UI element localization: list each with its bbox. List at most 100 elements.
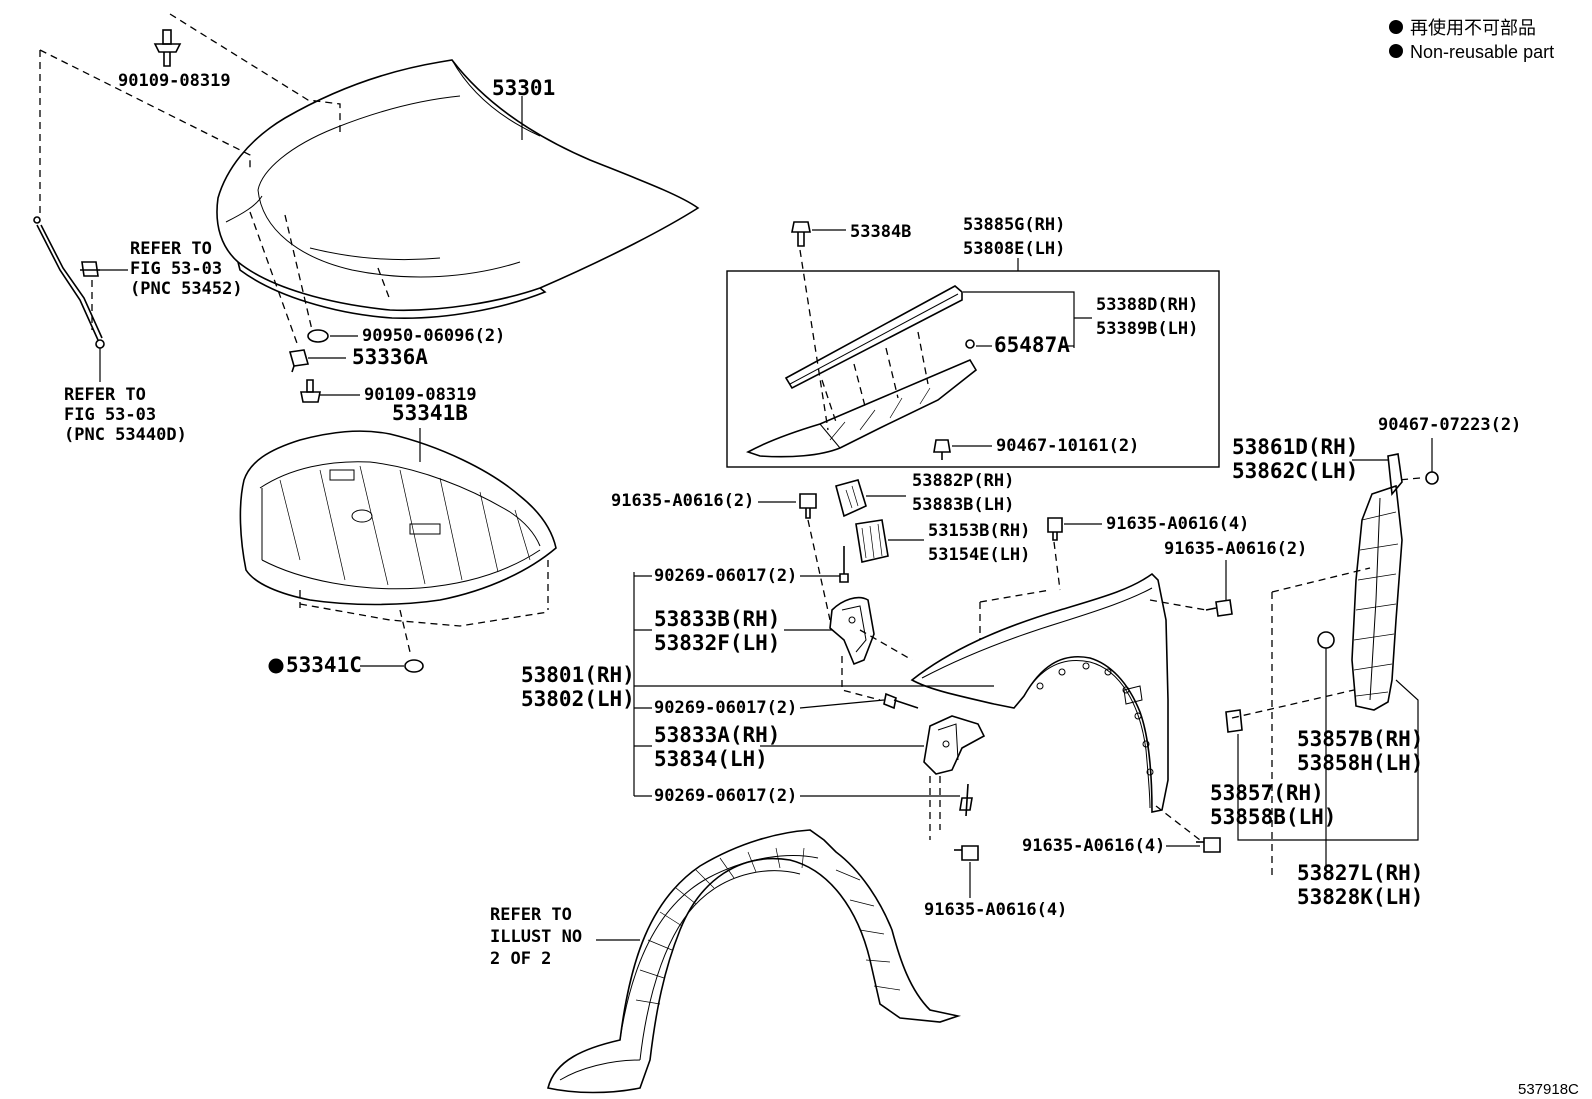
- dashed-guide: [284, 214, 313, 331]
- part-number-53882p[interactable]: 53882P(RH): [912, 471, 1014, 491]
- clip-53336a-icon[interactable]: [288, 349, 310, 373]
- part-number-53827l[interactable]: 53827L(RH): [1297, 861, 1423, 885]
- legend-english: Non-reusable part: [1410, 42, 1554, 62]
- part-number-91635-a0616-4-top[interactable]: 91635-A0616(4): [1106, 514, 1249, 534]
- part-number-53834[interactable]: 53834(LH): [654, 747, 768, 771]
- part-number-53833a[interactable]: 53833A(RH): [654, 723, 780, 747]
- dashed-guide: [399, 609, 411, 653]
- hood-support-rod[interactable]: [33, 216, 105, 349]
- clip-90467-10161-icon[interactable]: [933, 439, 951, 460]
- refer-53452-line1[interactable]: REFER TO: [130, 239, 212, 259]
- fender-bracket-53833a[interactable]: [923, 715, 986, 775]
- dashed-guide: [1053, 541, 1061, 591]
- clip-53341c-icon[interactable]: [404, 659, 424, 673]
- part-number-53388d[interactable]: 53388D(RH): [1096, 295, 1198, 315]
- fender-seal-53861d[interactable]: [1387, 453, 1403, 496]
- refer-53452-line2[interactable]: FIG 53-03: [130, 259, 222, 279]
- part-number-91635-a0616-2-left[interactable]: 91635-A0616(2): [611, 491, 754, 511]
- leader-53388d: [963, 291, 1092, 348]
- bolt-91635-icon[interactable]: [799, 493, 817, 519]
- fender-pad-53153b[interactable]: [855, 519, 889, 563]
- clip-53827l-icon[interactable]: [1317, 631, 1335, 649]
- bolt-90109-08319-top-icon[interactable]: [153, 29, 182, 67]
- non-reusable-dot-icon: [1389, 44, 1403, 58]
- dashed-guide: [1231, 689, 1355, 719]
- part-number-53861d[interactable]: 53861D(RH): [1232, 435, 1358, 459]
- refer-53440d-line3[interactable]: (PNC 53440D): [64, 425, 187, 445]
- part-number-90269-06017-1[interactable]: 90269-06017(2): [654, 566, 797, 586]
- dashed-guide: [1149, 599, 1207, 611]
- part-number-53153b[interactable]: 53153B(RH): [928, 521, 1030, 541]
- part-number-90467-07223[interactable]: 90467-07223(2): [1378, 415, 1521, 435]
- bracket-ticks: [634, 575, 652, 797]
- part-number-53336a[interactable]: 53336A: [352, 345, 428, 369]
- part-number-90269-06017-2[interactable]: 90269-06017(2): [654, 698, 797, 718]
- part-number-90109-08319-top[interactable]: 90109-08319: [118, 71, 231, 91]
- part-number-53808e[interactable]: 53808E(LH): [963, 239, 1065, 259]
- bolt-91635-icon[interactable]: [1047, 517, 1063, 541]
- part-number-53862c[interactable]: 53862C(LH): [1232, 459, 1358, 483]
- refer-53440d-line1[interactable]: REFER TO: [64, 385, 146, 405]
- bracket-53857: [1237, 679, 1419, 841]
- part-number-90109-08319-mid[interactable]: 90109-08319: [364, 385, 477, 405]
- fender-pad-53857[interactable]: [1225, 709, 1243, 733]
- part-number-91635-a0616-2-right[interactable]: 91635-A0616(2): [1164, 539, 1307, 559]
- refer-illust-line1[interactable]: REFER TO: [490, 905, 572, 925]
- part-number-90950-06096[interactable]: 90950-06096(2): [362, 326, 505, 346]
- part-number-53857[interactable]: 53857(RH): [1210, 781, 1324, 805]
- fender-bracket-53833b[interactable]: [829, 596, 875, 666]
- part-number-53832f[interactable]: 53832F(LH): [654, 631, 780, 655]
- bolt-91635-icon[interactable]: [1205, 599, 1233, 617]
- part-number-53885g[interactable]: 53885G(RH): [963, 215, 1065, 235]
- bolt-91635-icon[interactable]: [1196, 837, 1221, 853]
- part-number-53802[interactable]: 53802(LH): [521, 687, 635, 711]
- non-reusable-dot-icon: [1389, 20, 1403, 34]
- refer-53440d-line2[interactable]: FIG 53-03: [64, 405, 156, 425]
- hood-side-seal[interactable]: [784, 285, 963, 390]
- part-number-53154e[interactable]: 53154E(LH): [928, 545, 1030, 565]
- clip-65487a-icon[interactable]: [965, 339, 975, 349]
- refer-illust-line3[interactable]: 2 OF 2: [490, 949, 551, 969]
- leader-90269-2: [799, 699, 885, 709]
- part-number-53341b[interactable]: 53341B: [392, 401, 468, 425]
- refer-53452-line3[interactable]: (PNC 53452): [130, 279, 243, 299]
- non-reusable-dot-icon: [268, 658, 284, 674]
- fender-seal-53882p[interactable]: [835, 479, 867, 518]
- part-number-53857b[interactable]: 53857B(RH): [1297, 727, 1423, 751]
- part-number-53341c[interactable]: 53341C: [286, 653, 362, 677]
- a-pillar-seal-53857b[interactable]: [1351, 484, 1403, 711]
- screw-90269-icon[interactable]: [839, 546, 849, 583]
- legend: 再使用不可部品 Non-reusable part: [1389, 18, 1554, 62]
- dashed-guide: [39, 49, 251, 170]
- part-number-90269-06017-3[interactable]: 90269-06017(2): [654, 786, 797, 806]
- clip-90467-07223-icon[interactable]: [1425, 471, 1439, 485]
- fender-liner[interactable]: [547, 829, 962, 1094]
- part-number-91635-a0616-4-bottom[interactable]: 91635-A0616(4): [924, 900, 1067, 920]
- part-number-53833b[interactable]: 53833B(RH): [654, 607, 780, 631]
- cowl-side-panel[interactable]: [746, 358, 978, 458]
- hood-panel[interactable]: [216, 59, 700, 320]
- clip-icon[interactable]: [80, 261, 100, 277]
- part-number-53858h[interactable]: 53858H(LH): [1297, 751, 1423, 775]
- bolt-90109-08319-mid-icon[interactable]: [300, 379, 321, 403]
- refer-illust-line2[interactable]: ILLUST NO: [490, 927, 582, 947]
- part-number-53301[interactable]: 53301: [492, 76, 555, 100]
- bolt-91635-icon[interactable]: [954, 845, 979, 861]
- hood-insulator[interactable]: [239, 430, 557, 606]
- part-number-91635-a0616-4-mid[interactable]: 91635-A0616(4): [1022, 836, 1165, 856]
- part-number-53384b[interactable]: 53384B: [850, 222, 911, 242]
- part-number-65487a[interactable]: 65487A: [994, 333, 1070, 357]
- part-number-53389b[interactable]: 53389B(LH): [1096, 319, 1198, 339]
- part-number-53883b[interactable]: 53883B(LH): [912, 495, 1014, 515]
- seal-90950-icon[interactable]: [307, 329, 329, 343]
- screw-90269-icon[interactable]: [883, 692, 919, 710]
- clip-53384b-icon[interactable]: [791, 221, 811, 247]
- part-number-53828k[interactable]: 53828K(LH): [1297, 885, 1423, 909]
- part-number-53858b[interactable]: 53858B(LH): [1210, 805, 1336, 829]
- front-fender[interactable]: [910, 572, 1169, 813]
- dashed-guide: [1155, 805, 1201, 841]
- screw-90269-icon[interactable]: [959, 783, 973, 817]
- part-number-90467-10161[interactable]: 90467-10161(2): [996, 436, 1139, 456]
- part-number-53801[interactable]: 53801(RH): [521, 663, 635, 687]
